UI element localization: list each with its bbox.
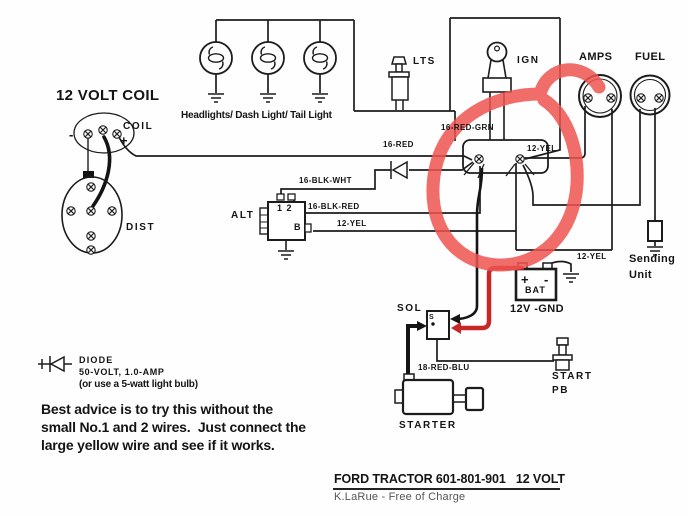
fuel-gauge-icon [629,74,671,116]
solenoid-s-post [431,322,435,326]
battery-positive-cable [451,265,525,334]
page-title: 12 VOLT COIL [56,87,160,104]
wire-label-yel-bat: 12-YEL [577,252,607,261]
solenoid-icon [426,310,450,340]
diode-icon [390,160,408,180]
diode-legend-alt: (or use a 5-watt light bulb) [79,379,198,390]
lts-label: LTS [413,56,436,67]
alternator-icon [259,193,312,250]
starter-label: STARTER [399,420,457,431]
advice-line-2: small No.1 and 2 wires. Just connect the [41,419,306,435]
ignition-acc-terminal [474,154,484,164]
sending-unit-icon [647,220,663,242]
solenoid-s-label: S [429,314,434,321]
wire-label-red: 16-RED [383,140,414,149]
sending-unit-label-2: Unit [629,269,652,281]
distributor-label: DIST [126,222,156,233]
wire-label-yel-ign: 12-YEL [527,144,557,153]
ign-label: IGN [517,55,540,66]
coil-plus-sign: + [120,133,128,148]
battery-minus-sign: - [544,272,549,287]
coil-condenser [83,171,94,178]
advice-line-3: large yellow wire and see if it works. [41,437,275,453]
alt-b-terminal-label: B [294,222,302,232]
battery-plus-sign: + [521,272,529,287]
solenoid-label: SOL [397,303,423,314]
coil-to-dist-cable [91,135,112,208]
amps-label: AMPS [579,51,613,63]
diode-legend-rating: 50-VOLT, 1.0-AMP [79,367,165,377]
light-bulb-icons [199,41,337,75]
battery-label: BAT [525,285,546,295]
start-pb-label-1: START [552,371,593,382]
diode-legend-icon [38,355,72,373]
starter-motor-icon [394,373,485,416]
red-circle-annotation [426,63,606,272]
lights-caption: Headlights/ Dash Light/ Tail Light [181,110,332,121]
wire-label-red-blu: 18-RED-BLU [418,363,470,372]
start-pushbutton-icon [552,337,573,371]
wire-label-blk-red: 16-BLK-RED [308,202,360,211]
coil-icon [73,112,135,154]
fuel-label: FUEL [635,51,666,63]
footer-title: FORD TRACTOR 601-801-901 12 VOLT [334,472,565,486]
alt-terminal-numbers: 1 2 [277,203,293,213]
battery-caption: 12V -GND [510,303,564,315]
solenoid-to-starter-cable [406,321,427,377]
sending-unit-label-1: Sending [629,253,676,265]
coil-label: COIL [123,121,154,132]
wire-label-red-grn: 16-RED-GRN [441,123,494,132]
footer-credit: K.LaRue - Free of Charge [334,491,466,503]
wire-label-blk-wht: 16-BLK-WHT [299,176,352,185]
advice-line-1: Best advice is to try this without the [41,401,273,417]
coil-minus-sign: - [69,127,74,142]
start-pb-label-2: PB [552,385,570,396]
wire-label-yel-alt: 12-YEL [337,219,367,228]
diode-legend-name: DIODE [79,355,114,365]
lights-switch-icon [388,56,410,110]
alternator-label: ALT [231,210,255,221]
ignition-bat-terminal [515,154,525,164]
